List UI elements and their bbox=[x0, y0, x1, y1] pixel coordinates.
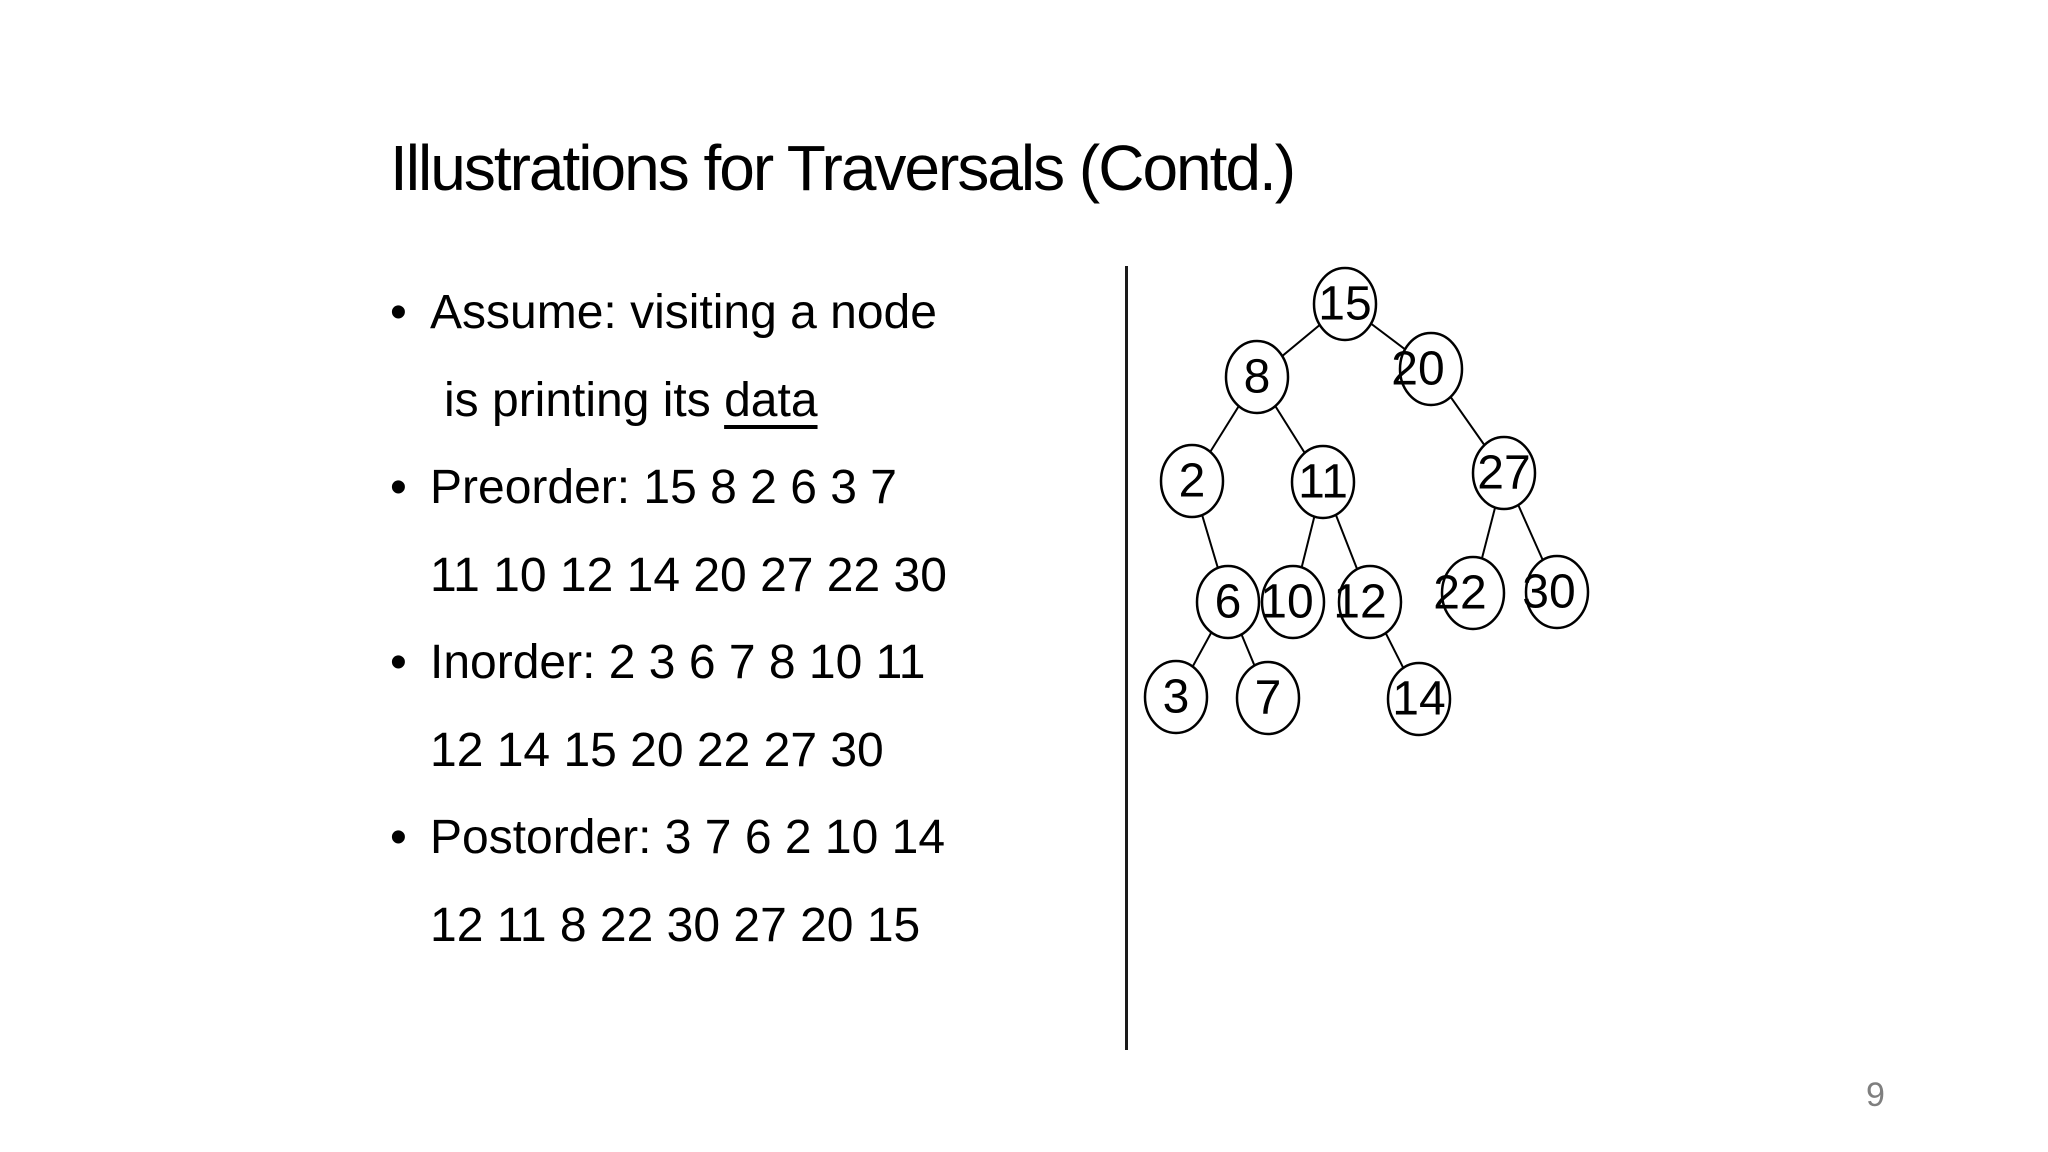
tree-node-label-30: 30 bbox=[1522, 566, 1575, 619]
tree-node-8 bbox=[1224, 339, 1290, 415]
tree-node-label-2: 2 bbox=[1179, 455, 1206, 508]
tree-node-10 bbox=[1260, 564, 1326, 640]
bullet-text: is printing its data bbox=[430, 357, 818, 445]
tree-node-27 bbox=[1471, 435, 1537, 511]
bullet-text: Inorder: 2 3 6 7 8 10 11 bbox=[430, 636, 926, 689]
tree-node-30 bbox=[1524, 554, 1590, 630]
bullet-line: • Postorder: 3 7 6 2 10 14 bbox=[390, 794, 947, 882]
tree-node-3 bbox=[1143, 659, 1209, 735]
page-number: 9 bbox=[1866, 1076, 1885, 1114]
tree-node-12 bbox=[1337, 564, 1403, 640]
bullet-line: is printing its data bbox=[390, 357, 947, 445]
tree-node-15 bbox=[1312, 266, 1378, 342]
tree-node-label-7: 7 bbox=[1255, 672, 1282, 725]
tree-node-label-10: 10 bbox=[1260, 576, 1313, 629]
tree-node-label-14: 14 bbox=[1392, 673, 1445, 726]
tree-node-22 bbox=[1440, 555, 1506, 631]
tree-node-label-11: 11 bbox=[1298, 456, 1348, 509]
bullet-text: 12 14 15 20 22 27 30 bbox=[430, 723, 884, 777]
bullet-line: 12 14 15 20 22 27 30 bbox=[390, 707, 947, 795]
bullet-text: 12 11 8 22 30 27 20 15 bbox=[430, 898, 921, 952]
slide-title: Illustrations for Traversals (Contd.) bbox=[390, 132, 1296, 204]
tree-node-2 bbox=[1159, 443, 1225, 519]
tree-node-6 bbox=[1195, 564, 1261, 640]
tree-node-7 bbox=[1235, 660, 1301, 736]
tree-node-label-20: 20 bbox=[1391, 343, 1444, 396]
tree-node-14 bbox=[1386, 661, 1452, 737]
bullet-line: 12 11 8 22 30 27 20 15 bbox=[390, 882, 947, 970]
tree-node-20 bbox=[1398, 331, 1464, 407]
bullet-line: • Assume: visiting a node bbox=[390, 269, 947, 357]
tree-node-label-3: 3 bbox=[1163, 671, 1190, 724]
bullet-text: Assume: visiting a node bbox=[430, 286, 937, 339]
bullet-line: 11 10 12 14 20 27 22 30 bbox=[390, 532, 947, 620]
bullet-list: • Assume: visiting a node is printing it… bbox=[390, 269, 947, 969]
bullet-text: 11 10 12 14 20 27 22 30 bbox=[430, 548, 947, 602]
bullet-marker: • bbox=[390, 636, 407, 689]
bullet-text-plain: is printing its bbox=[444, 373, 725, 427]
underlined-word: data bbox=[724, 373, 818, 427]
divider-line bbox=[1125, 266, 1128, 1050]
tree-node-label-8: 8 bbox=[1244, 351, 1271, 404]
tree-node-label-22: 22 bbox=[1433, 567, 1486, 620]
tree-node-label-15: 15 bbox=[1318, 278, 1371, 331]
bullet-text: Postorder: 3 7 6 2 10 14 bbox=[430, 811, 946, 864]
bullet-line: • Inorder: 2 3 6 7 8 10 11 bbox=[390, 619, 947, 707]
tree-node-label-27: 27 bbox=[1477, 447, 1530, 500]
bullet-text: Preorder: 15 8 2 6 3 7 bbox=[430, 461, 897, 514]
tree-node-11 bbox=[1290, 444, 1356, 520]
bullet-marker: • bbox=[390, 286, 407, 339]
bullet-marker: • bbox=[390, 811, 407, 864]
tree-node-label-6: 6 bbox=[1215, 576, 1242, 629]
tree-node-label-12: 12 bbox=[1333, 576, 1386, 629]
bullet-marker: • bbox=[390, 461, 407, 514]
bullet-line: • Preorder: 15 8 2 6 3 7 bbox=[390, 444, 947, 532]
